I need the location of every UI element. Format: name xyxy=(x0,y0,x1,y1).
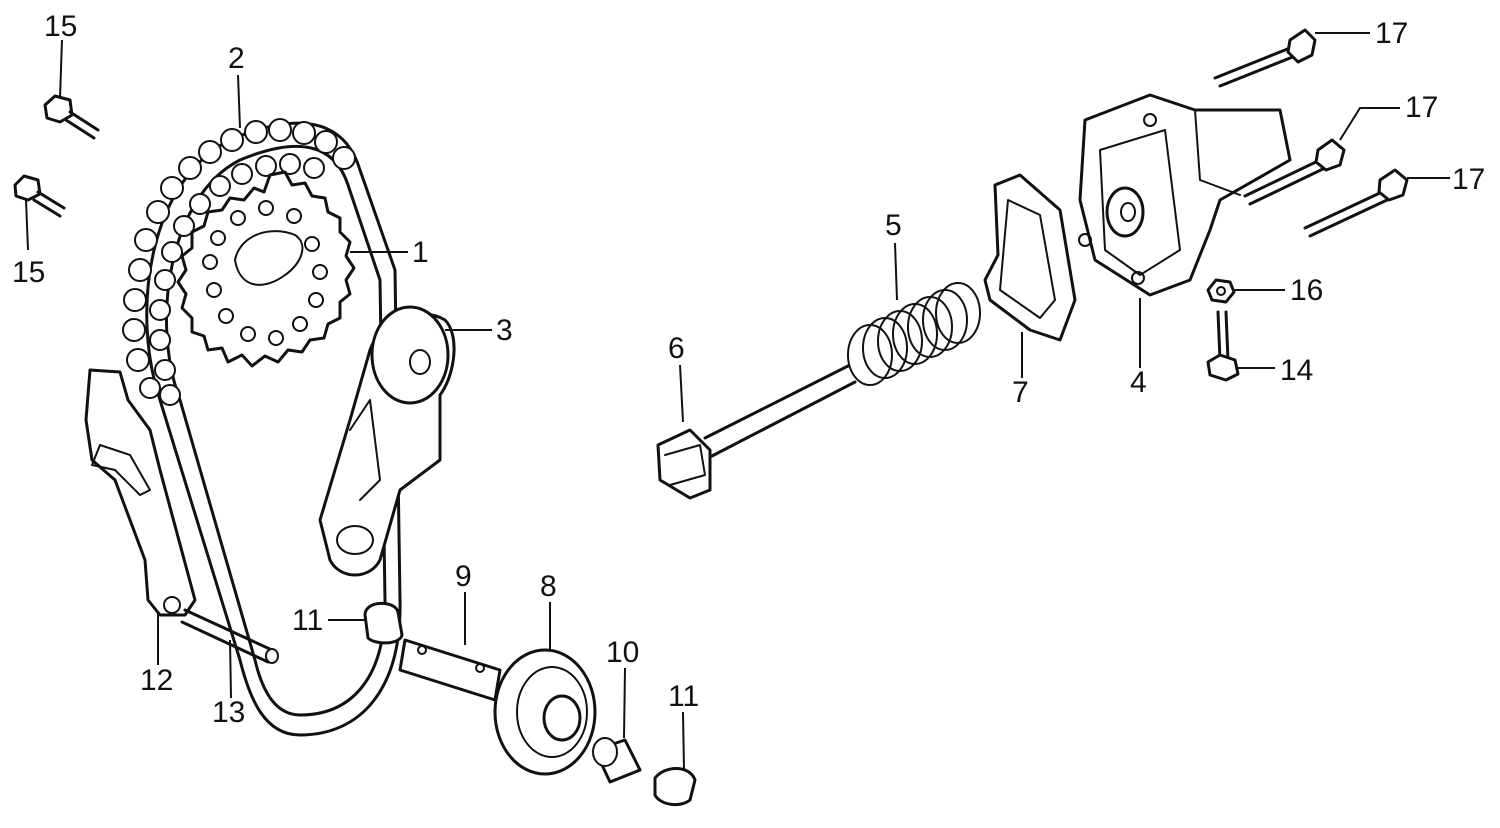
tensioner-arm xyxy=(318,305,456,577)
callout-16: 16 xyxy=(1290,274,1323,307)
callout-9: 9 xyxy=(455,560,472,593)
bolt-14 xyxy=(1206,310,1240,382)
leader-17b xyxy=(1339,107,1400,141)
leader-10 xyxy=(623,667,626,739)
callout-1: 1 xyxy=(412,236,429,269)
callout-13: 13 xyxy=(212,696,245,729)
tensioner-roller xyxy=(493,648,597,776)
leader-6 xyxy=(679,364,684,423)
cap-lower xyxy=(653,767,697,807)
callout-4: 4 xyxy=(1130,366,1147,399)
chain-guide xyxy=(84,368,197,617)
cam-sprocket xyxy=(176,170,356,368)
tensioner-spring xyxy=(847,282,981,386)
push-rod xyxy=(656,363,857,500)
callout-11-upper: 11 xyxy=(292,604,323,637)
bolt-17-middle xyxy=(1243,138,1346,206)
leader-13 xyxy=(229,639,232,699)
chain-links xyxy=(122,118,356,406)
callout-11-lower: 11 xyxy=(668,680,699,713)
gasket xyxy=(983,173,1077,342)
cap-upper xyxy=(363,601,404,645)
callout-15-upper: 15 xyxy=(44,10,77,43)
tensioner-shaft xyxy=(398,638,502,702)
tensioner-housing xyxy=(1078,93,1292,297)
nut-16 xyxy=(1206,278,1236,304)
leader-5 xyxy=(894,242,898,301)
leader-2 xyxy=(237,74,241,129)
guide-pin xyxy=(180,608,279,664)
callout-12: 12 xyxy=(140,664,173,697)
callout-labels: 1 2 3 4 5 6 7 8 9 10 11 11 12 13 14 15 1… xyxy=(12,10,1485,729)
leader-15b xyxy=(25,199,29,251)
callout-17-lower: 17 xyxy=(1452,163,1485,196)
bolt-15-lower xyxy=(13,174,66,218)
callout-7: 7 xyxy=(1012,376,1029,409)
cam-chain xyxy=(122,118,402,737)
leader-11b xyxy=(682,711,685,771)
bolt-17-top xyxy=(1213,28,1317,88)
roller-bushing xyxy=(592,737,642,784)
callout-8: 8 xyxy=(540,570,557,603)
callout-17-top: 17 xyxy=(1375,17,1408,50)
callout-2: 2 xyxy=(228,42,245,75)
callout-10: 10 xyxy=(606,636,639,669)
callout-15-lower: 15 xyxy=(12,256,45,289)
callout-3: 3 xyxy=(496,314,513,347)
leader-15a xyxy=(59,39,63,99)
callout-6: 6 xyxy=(668,332,685,365)
callout-5: 5 xyxy=(885,209,902,242)
bolt-17-lower xyxy=(1303,168,1409,238)
callout-17-middle: 17 xyxy=(1405,91,1438,124)
callout-14: 14 xyxy=(1280,354,1313,387)
leader-lines xyxy=(25,32,1450,771)
bolt-15-upper xyxy=(43,94,100,140)
